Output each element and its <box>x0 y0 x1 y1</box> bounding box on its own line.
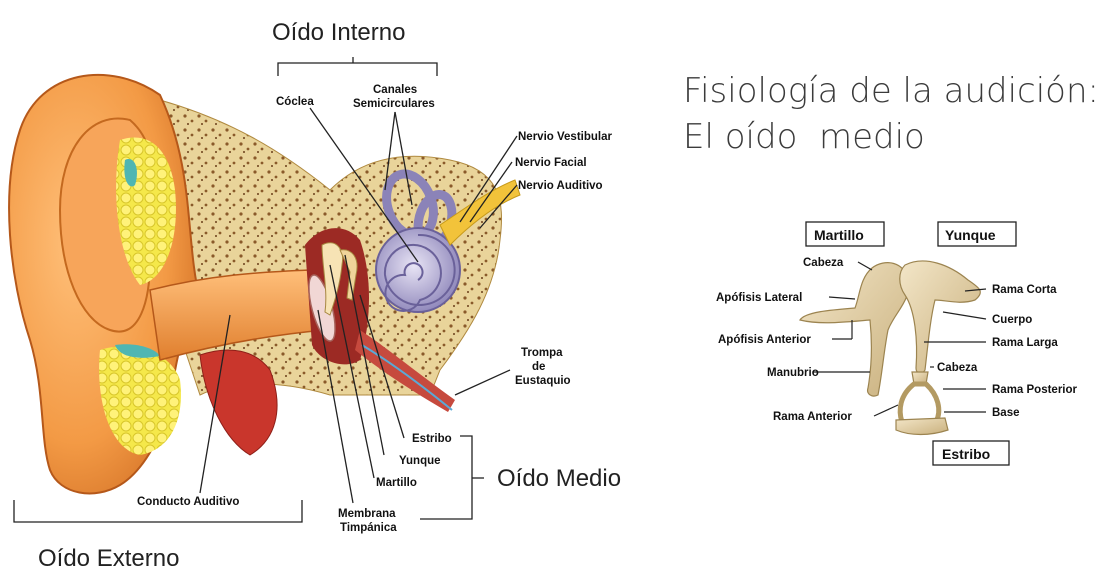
external-ear-title: Oído Externo <box>38 545 179 572</box>
label-base: Base <box>992 407 1020 419</box>
label-rama-anterior: Rama Anterior <box>773 411 852 423</box>
label-membrana-2: Timpánica <box>340 522 397 534</box>
label-rama-corta: Rama Corta <box>992 284 1057 296</box>
label-apofisis-lateral: Apófisis Lateral <box>716 292 802 304</box>
header-estribo: Estribo <box>942 446 990 462</box>
label-rama-posterior: Rama Posterior <box>992 384 1078 396</box>
label-estribo: Estribo <box>412 433 452 445</box>
header-yunque: Yunque <box>945 227 996 243</box>
label-trompa-2: de <box>532 361 545 373</box>
header-martillo: Martillo <box>814 227 864 243</box>
slide-title-line-1: Fisiología de la audición: <box>683 68 1099 114</box>
label-canales-2: Semicirculares <box>353 98 435 110</box>
label-nervio-auditivo: Nervio Auditivo <box>518 180 603 192</box>
label-coclea: Cóclea <box>276 96 314 108</box>
label-apofisis-anterior: Apófisis Anterior <box>718 334 811 346</box>
middle-ear-bracket <box>420 436 484 519</box>
label-membrana-1: Membrana <box>338 508 396 520</box>
slide-title-line-2: El oído medio <box>683 114 1099 160</box>
slide-title: Fisiología de la audición: El oído medio <box>683 68 1099 160</box>
label-nervio-vestibular: Nervio Vestibular <box>518 131 612 143</box>
label-trompa-3: Eustaquio <box>515 375 571 387</box>
label-martillo: Martillo <box>376 477 417 489</box>
ear-cross-section <box>9 75 520 494</box>
label-ossicle-cabeza-right: Cabeza <box>937 362 978 374</box>
label-canales-1: Canales <box>373 84 417 96</box>
label-rama-larga: Rama Larga <box>992 337 1058 349</box>
incus-bone <box>900 261 981 373</box>
label-nervio-facial: Nervio Facial <box>515 157 587 169</box>
label-cuerpo: Cuerpo <box>992 314 1032 326</box>
label-ossicle-cabeza-left: Cabeza <box>803 257 844 269</box>
internal-ear-bracket <box>278 57 437 76</box>
ossicles-diagram: Martillo Yunque Estribo <box>716 222 1078 465</box>
label-yunque: Yunque <box>399 455 441 467</box>
label-conducto: Conducto Auditivo <box>137 496 239 508</box>
stapes-bone <box>896 372 948 435</box>
label-trompa-1: Trompa <box>521 347 563 359</box>
middle-ear-title: Oído Medio <box>497 465 621 492</box>
label-manubrio: Manubrio <box>767 367 819 379</box>
internal-ear-title: Oído Interno <box>272 19 405 46</box>
